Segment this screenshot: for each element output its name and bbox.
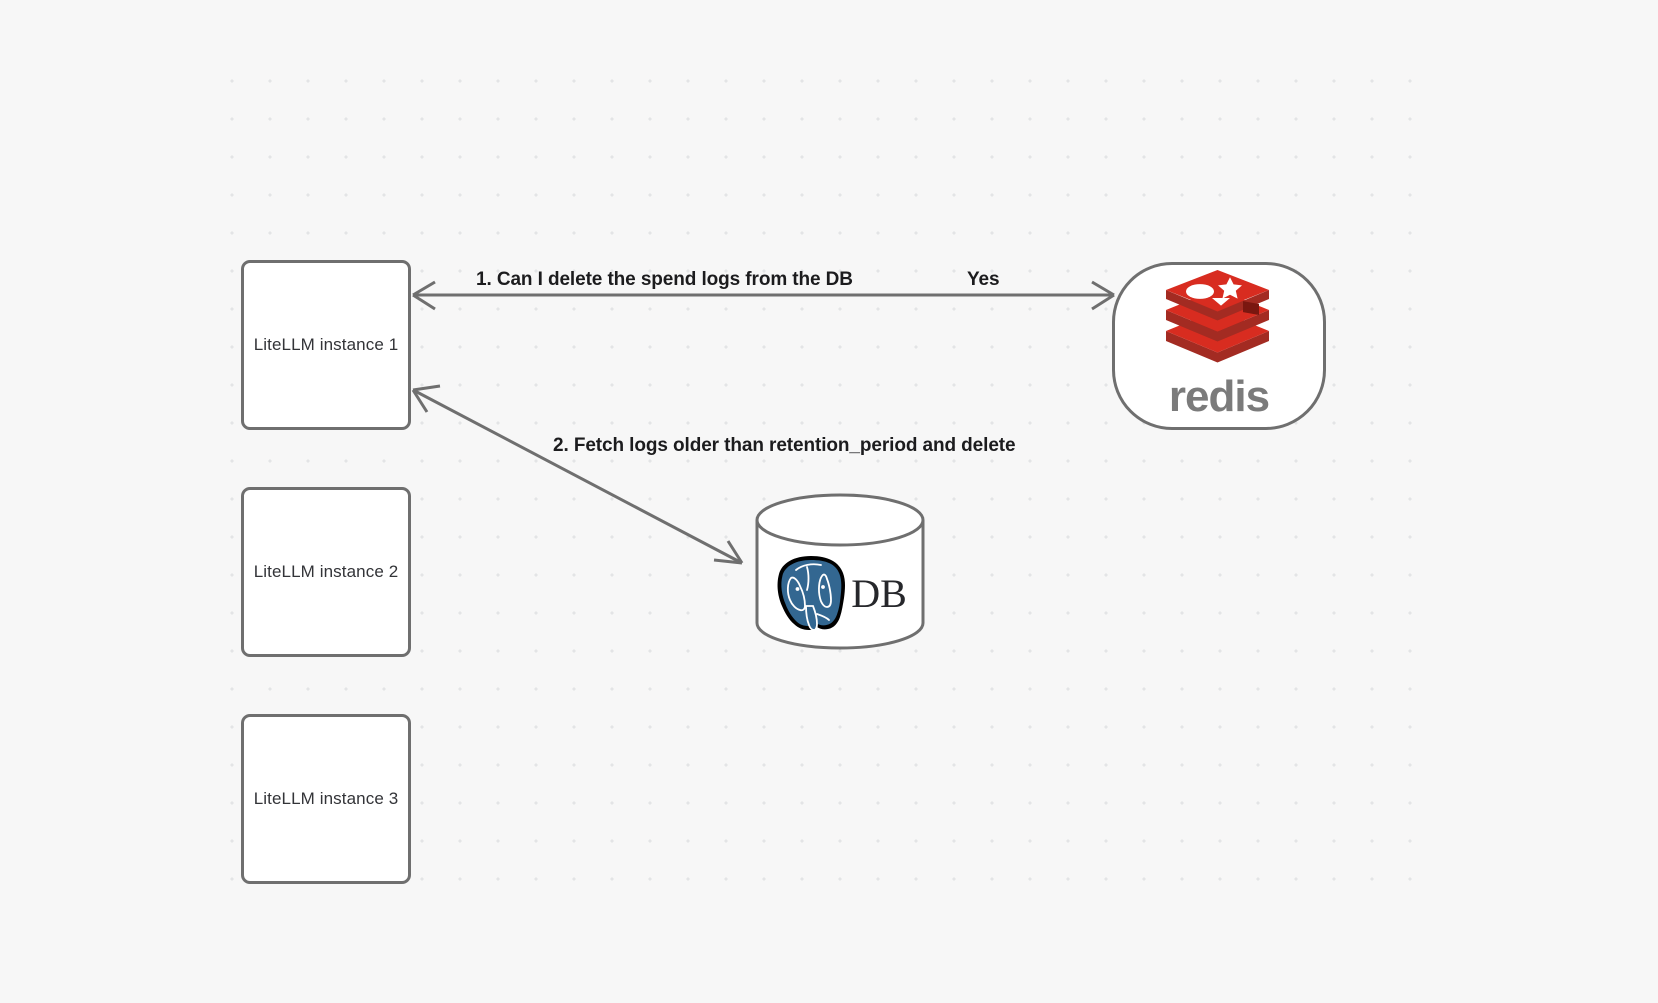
arrowhead-left <box>412 280 436 311</box>
db-label: DB <box>851 570 907 616</box>
arrowhead-upper-left <box>411 384 441 413</box>
node-litellm-instance-2[interactable]: LiteLLM instance 2 <box>241 487 411 657</box>
arrowhead-lower-right <box>713 540 744 565</box>
redis-cube-icon <box>1166 270 1269 363</box>
edge-db-litellm1 <box>411 384 744 565</box>
arrowhead-right <box>1091 280 1115 311</box>
node-litellm-instance-3[interactable]: LiteLLM instance 3 <box>241 714 411 884</box>
node-label: LiteLLM instance 1 <box>253 335 399 355</box>
redis-wordmark: redis <box>1168 372 1270 421</box>
edge-label-1-reply: Yes <box>967 269 1000 290</box>
redis-logo: redis <box>1160 269 1278 419</box>
edge-label-2: 2. Fetch logs older than retention_perio… <box>553 435 1016 456</box>
postgresql-elephant-icon <box>777 555 846 631</box>
node-litellm-instance-1[interactable]: LiteLLM instance 1 <box>241 260 411 430</box>
edge-label-1: 1. Can I delete the spend logs from the … <box>476 269 853 290</box>
node-redis[interactable]: redis <box>1112 262 1326 430</box>
node-db[interactable]: DB <box>754 493 926 650</box>
node-label: LiteLLM instance 3 <box>253 789 399 809</box>
node-label: LiteLLM instance 2 <box>253 562 399 582</box>
